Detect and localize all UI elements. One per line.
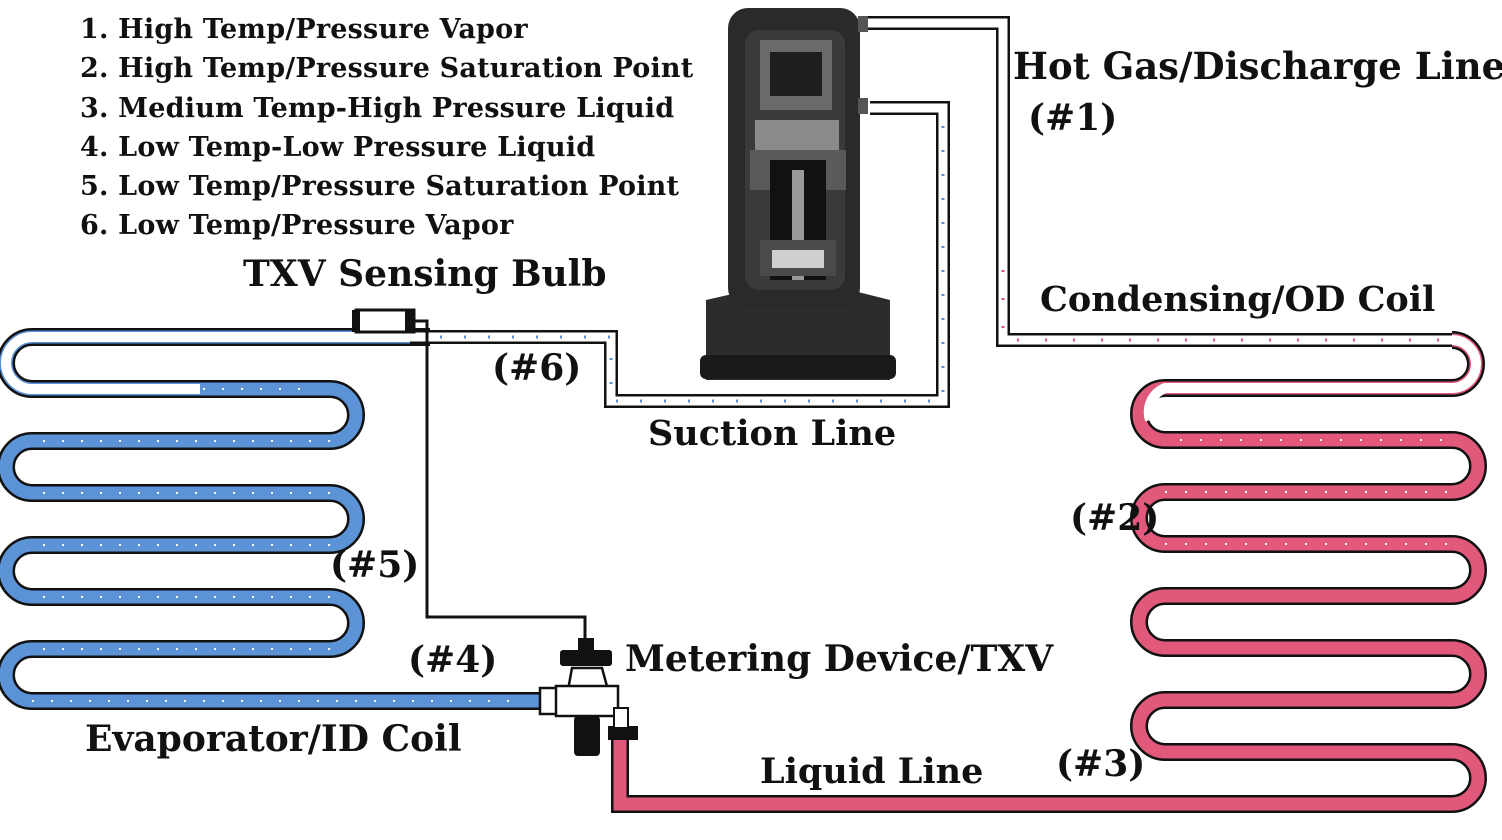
point-5-label: (#5) — [330, 544, 420, 586]
evaporator-coil — [0, 328, 545, 710]
legend: 1. High Temp/Pressure Vapor 2. High Temp… — [80, 10, 693, 246]
legend-item: 1. High Temp/Pressure Vapor — [80, 14, 528, 45]
evaporator-coil-refrigerant — [0, 330, 545, 708]
txv-sensing-bulb-label: TXV Sensing Bulb — [243, 253, 607, 295]
compressor-icon — [700, 8, 896, 380]
liquid-line-label: Liquid Line — [760, 751, 984, 792]
condensing-vapor-highlight — [1143, 335, 1481, 422]
condensing-coil-refrigerant — [613, 333, 1485, 811]
point-6-label: (#6) — [492, 347, 582, 389]
point-2-label: (#2) — [1070, 497, 1160, 539]
suction-line-label: Suction Line — [648, 413, 897, 454]
legend-item: 6. Low Temp/Pressure Vapor — [80, 210, 514, 242]
evaporator-coil-bubbles — [32, 388, 520, 702]
suction-line-fill — [410, 103, 948, 406]
suction-line — [410, 101, 950, 408]
condensing-coil-outline — [611, 331, 1487, 813]
point-4-label: (#4) — [408, 639, 498, 681]
hot-gas-discharge-line-label: Hot Gas/Discharge Line — [1013, 44, 1502, 88]
condensing-coil-label: Condensing/OD Coil — [1040, 279, 1436, 320]
point-1-label: (#1) — [1028, 97, 1118, 139]
condensing-coil — [611, 331, 1487, 813]
txv-capillary-line — [412, 319, 587, 648]
evaporator-vapor-highlight — [1, 332, 430, 394]
discharge-line-fill — [862, 18, 1452, 345]
legend-item: 3. Medium Temp-High Pressure Liquid — [80, 92, 675, 124]
hot-gas-discharge-line — [862, 16, 1452, 347]
evaporator-coil-label: Evaporator/ID Coil — [85, 718, 462, 760]
txv-sensing-bulb-icon — [352, 308, 416, 334]
legend-item: 4. Low Temp-Low Pressure Liquid — [80, 131, 596, 163]
legend-item: 2. High Temp/Pressure Saturation Point — [80, 53, 694, 85]
legend-item: 5. Low Temp/Pressure Saturation Point — [80, 171, 680, 203]
metering-device-label: Metering Device/TXV — [625, 638, 1054, 680]
txv-valve-icon — [538, 638, 638, 756]
point-3-label: (#3) — [1056, 743, 1146, 785]
